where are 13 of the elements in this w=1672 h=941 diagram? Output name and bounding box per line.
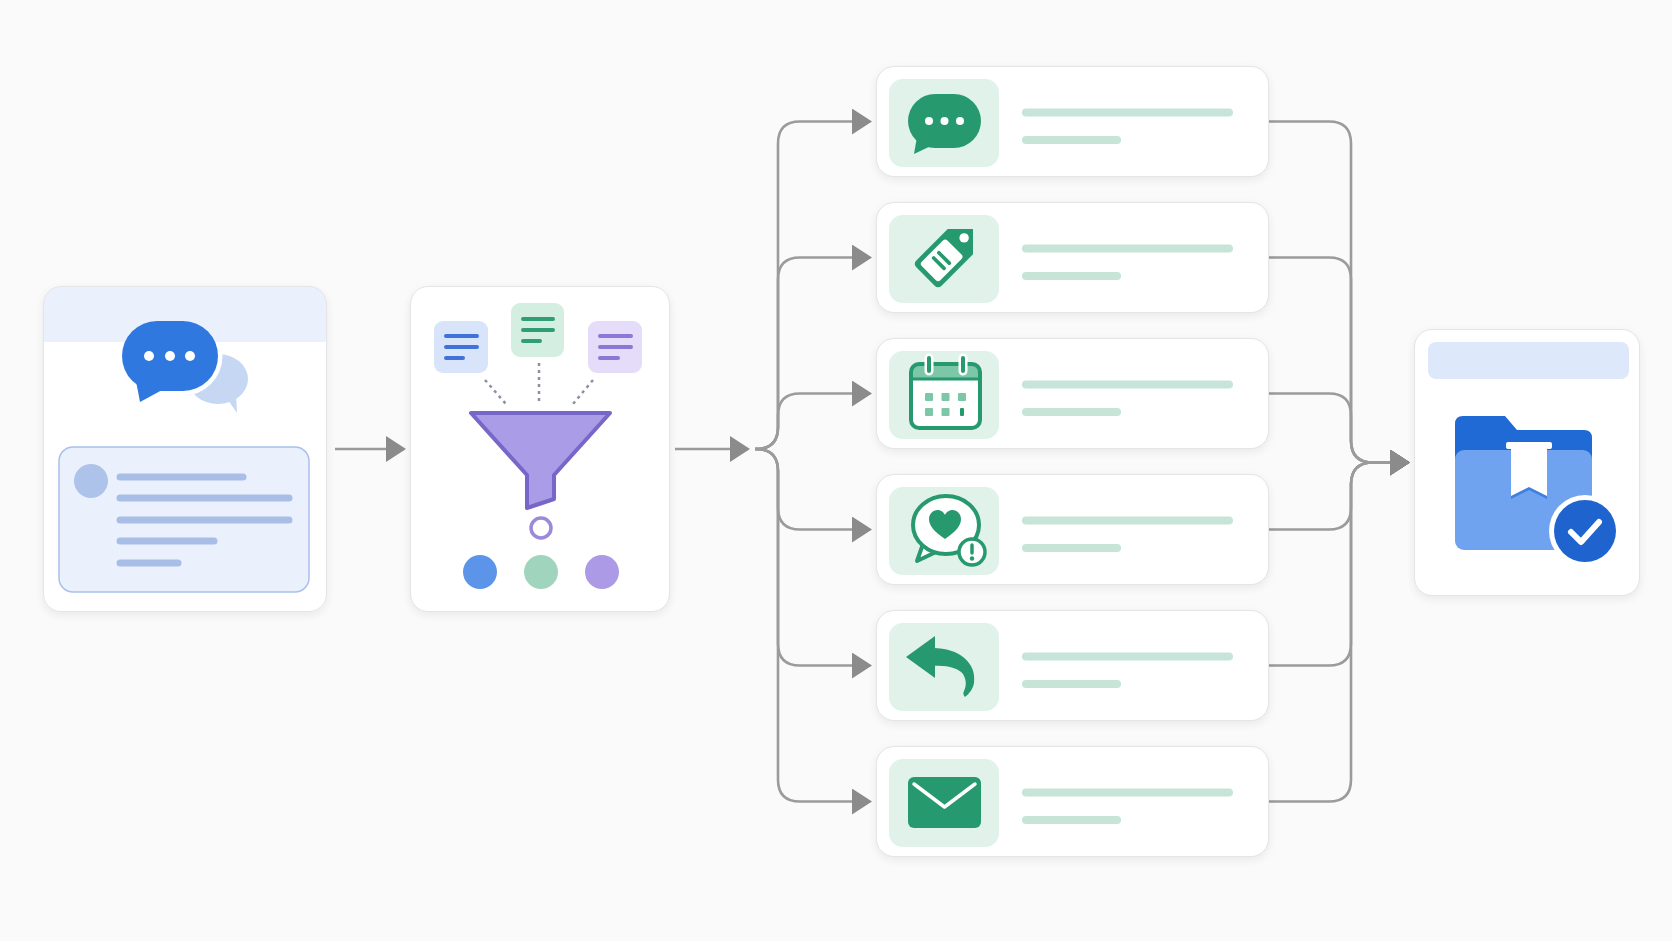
card: [43, 286, 327, 612]
card: [876, 610, 1269, 721]
card: [1414, 329, 1640, 596]
card: [876, 66, 1269, 177]
card: [876, 338, 1269, 449]
card: [410, 286, 670, 612]
card: [876, 474, 1269, 585]
card: [876, 746, 1269, 857]
arrow: [1269, 449, 1410, 803]
arrow: [754, 447, 872, 815]
arrow: [675, 436, 750, 462]
arrow: [335, 436, 406, 462]
card: [876, 202, 1269, 313]
